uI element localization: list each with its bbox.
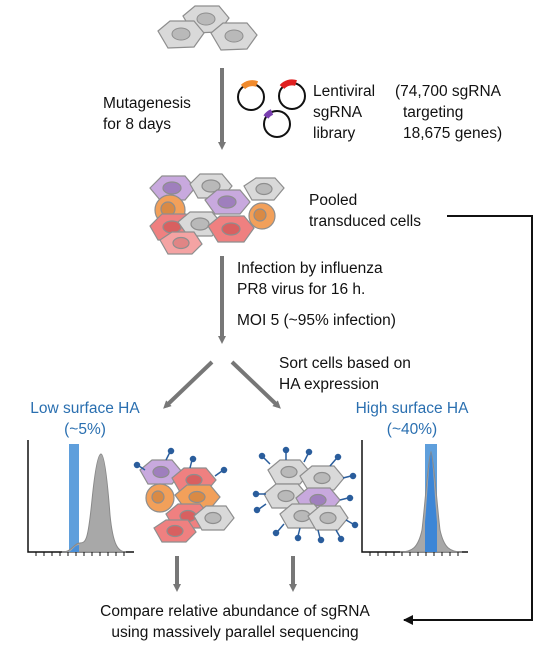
moi-label: MOI 5 (~95% infection)	[237, 312, 396, 329]
high-ha-label: High surface HA(~40%)	[355, 400, 469, 438]
arrow-sort-high	[230, 360, 281, 409]
library-size-label: (74,700 sgRNA targeting 18,675 genes)	[395, 83, 503, 142]
histogram-icon	[361, 440, 468, 556]
cell-cluster-icon	[263, 459, 349, 531]
ha-marker-icon	[133, 447, 228, 477]
cell-cluster-icon	[157, 5, 258, 51]
cell-cluster-icon	[139, 459, 235, 543]
cell-cluster-icon	[149, 173, 285, 255]
low-ha-label: Low surface HA(~5%)	[30, 400, 140, 438]
arrow-sort-low	[163, 360, 214, 409]
plasmid-icon	[237, 79, 306, 138]
ha-marker-icon	[252, 446, 359, 544]
histogram-icon	[27, 440, 134, 556]
arrow-pooled-to-compare	[403, 215, 533, 625]
